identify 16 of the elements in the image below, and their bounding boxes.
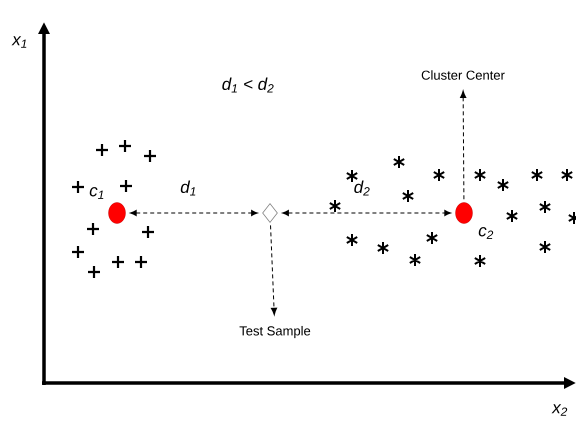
text-label: Cluster Center <box>422 70 505 80</box>
axis-label: x$_{2}$ <box>552 404 568 416</box>
test-sample-diamond <box>262 203 278 223</box>
center-label: c$_{2}$ <box>478 227 494 239</box>
edge-label: d$_{2}$ <box>354 180 370 196</box>
dashed-arrow <box>460 90 466 200</box>
edge-label: d$_{1}$ <box>180 180 196 196</box>
axis-label: x$_{1}$ <box>12 36 26 48</box>
dashed-arrow <box>130 210 258 216</box>
cluster-center-dot <box>455 202 473 224</box>
dashed-arrow <box>282 210 452 216</box>
cluster-center-dot <box>108 202 126 224</box>
dashed-arrow <box>270 224 278 316</box>
center-label: c$_{1}$ <box>90 187 104 199</box>
text-label: Test Sample <box>240 326 310 338</box>
axis-label: d$_{1}$ < d$_{2}$ <box>222 78 274 92</box>
